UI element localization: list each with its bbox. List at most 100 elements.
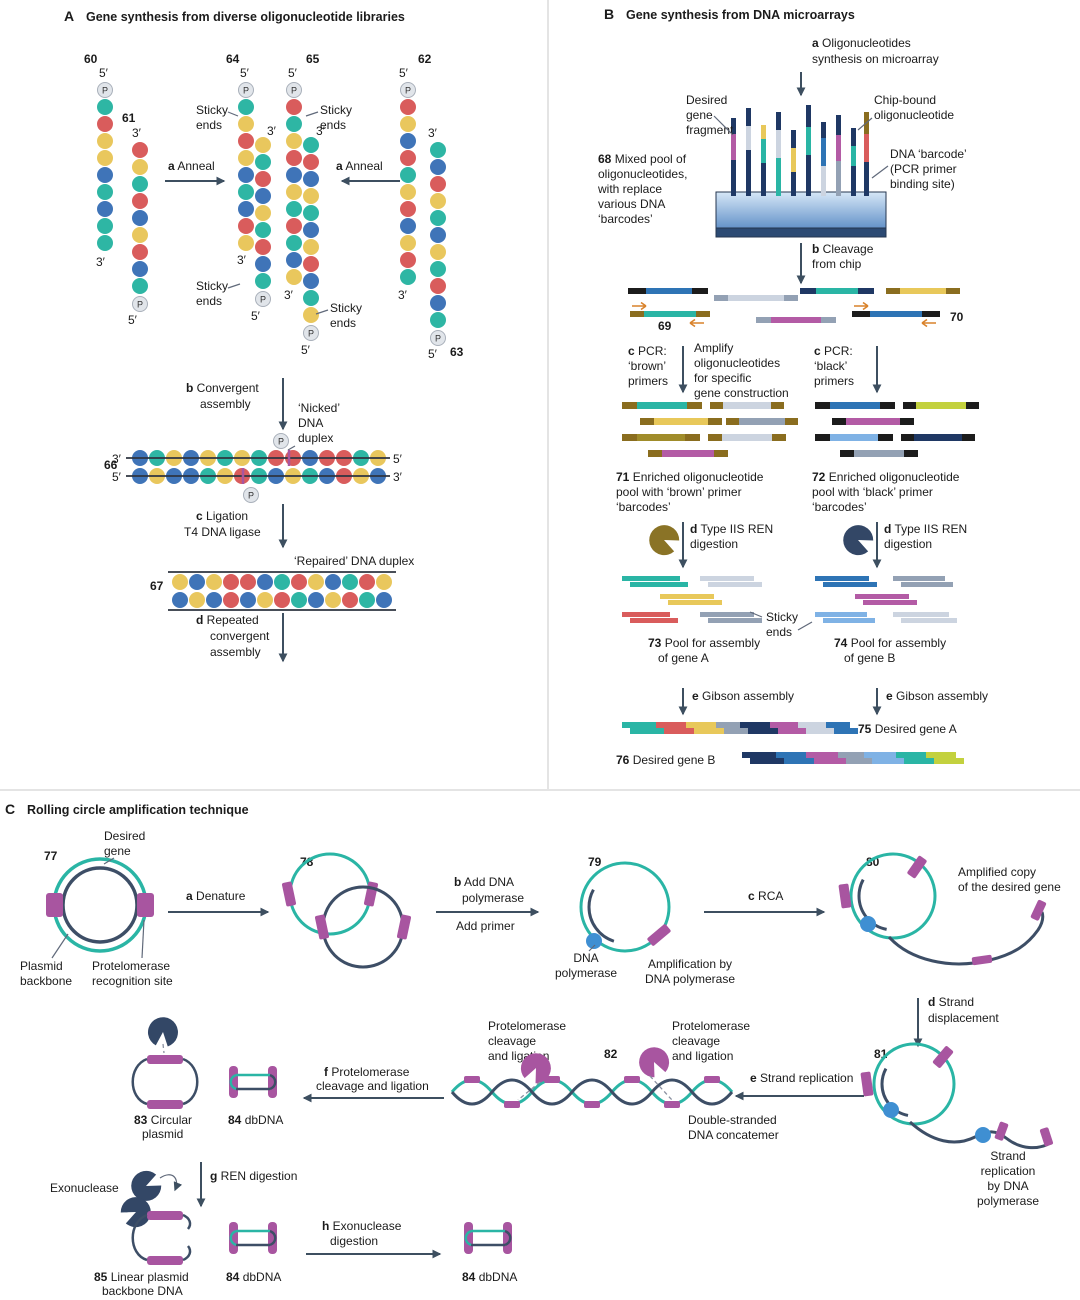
ren-enzyme-icon — [843, 525, 874, 556]
phosphate-icon: P — [303, 325, 319, 341]
linear-plasmid-label: 85 Linear plasmid — [94, 1270, 189, 1284]
prime-label: 5′ — [240, 66, 250, 80]
oligo-bar-segment — [685, 434, 700, 441]
pool-73-line2: of gene A — [658, 651, 709, 665]
pool-72-label-lines: pool with ‘black’ primer‘barcodes’ — [812, 485, 933, 514]
nucleotide-bead — [255, 273, 271, 289]
dbdna-label: 84 dbDNA — [462, 1270, 517, 1284]
nucleotide-bead — [286, 269, 302, 285]
protelomerase-site — [147, 1055, 183, 1064]
oligo-bar-segment — [622, 402, 637, 409]
oligo-bar-segment — [823, 582, 877, 587]
oligo-bar-segment — [726, 418, 739, 425]
nucleotide-bead — [206, 574, 222, 590]
strand-number: 64 — [226, 52, 240, 66]
oligo-bar-segment — [840, 450, 854, 457]
nucleotide-bead — [97, 218, 113, 234]
structure-number: 79 — [588, 855, 602, 869]
strand-number: 62 — [418, 52, 432, 66]
pool-68-label: 68 Mixed pool of — [598, 152, 687, 166]
protelomerase-site — [838, 883, 852, 909]
chip-oligo-segment — [836, 161, 841, 196]
pool-74-label: 74 Pool for assembly — [834, 636, 946, 650]
oligo-bar-segment — [901, 618, 957, 623]
step-a-anneal-label: a Anneal — [168, 159, 215, 173]
strand-number: 61 — [122, 111, 136, 125]
chip-oligo-segment — [806, 105, 811, 127]
panel-b: B Gene synthesis from DNA microarrays a … — [597, 6, 988, 767]
dbdna-label: 84 dbDNA — [226, 1270, 281, 1284]
nucleotide-bead — [238, 167, 254, 183]
nucleotide-bead — [240, 592, 256, 608]
nucleotide-bead — [97, 167, 113, 183]
prime-label: 5′ — [393, 452, 403, 466]
repaired-duplex-label: ‘Repaired’ DNA duplex — [294, 554, 414, 568]
oligo-bar-segment — [852, 311, 870, 317]
oligo-bar-segment — [806, 728, 834, 734]
nucleotide-bead — [274, 592, 290, 608]
nucleotide-bead — [303, 188, 319, 204]
circular-template — [579, 861, 671, 953]
phosphate-icon: P — [430, 330, 446, 346]
oligo-bar-segment — [708, 418, 722, 425]
prime-label: 3′ — [132, 126, 142, 140]
nucleotide-bead — [291, 592, 307, 608]
gibson-label: e Gibson assembly — [692, 689, 794, 703]
nucleotide-bead — [430, 261, 446, 277]
oligo-bar-segment — [644, 311, 696, 317]
pcr-brown-line2: ‘brown’ — [628, 359, 666, 373]
chip-oligo-segment — [791, 172, 796, 196]
prime-label: 5′ — [112, 470, 122, 484]
prime-label: 3′ — [112, 452, 122, 466]
protelomerase-site — [932, 1046, 954, 1068]
nucleotide-bead — [238, 99, 254, 115]
nucleotide-bead — [303, 222, 319, 238]
oligo-bar-segment — [904, 450, 918, 457]
oligo-bar-segment — [872, 758, 904, 764]
oligo-bar-segment — [692, 288, 708, 294]
step-a-label-line2: synthesis on microarray — [812, 52, 939, 66]
chip-oligo-segment — [746, 108, 751, 126]
dbdna-icon — [229, 1222, 277, 1254]
oligo-bar-segment — [846, 758, 872, 764]
primer-arrow-icon — [921, 318, 936, 328]
nucleotide-bead — [400, 269, 416, 285]
oligo-bar-segment — [934, 758, 964, 764]
oligo-number: 70 — [950, 310, 964, 324]
nucleotide-bead — [238, 133, 254, 149]
oligo-bar-segment — [784, 295, 798, 301]
pcr-brown-label: c PCR: — [628, 344, 667, 358]
nucleotide-bead — [238, 201, 254, 217]
oligo-bar-segment — [724, 728, 748, 734]
oligo-bar-segment — [900, 288, 946, 294]
step-b-label: b Cleavage — [812, 242, 874, 256]
oligo-bar-segment — [637, 434, 685, 441]
oligo-bar-segment — [830, 402, 880, 409]
chip-oligo-segment — [746, 150, 751, 196]
nucleotide-bead — [303, 290, 319, 306]
nucleotide-bead — [430, 210, 446, 226]
nascent-strand — [587, 869, 663, 945]
strand-number: 63 — [450, 345, 464, 359]
cut-end — [182, 1213, 192, 1230]
phosphate-icon: P — [255, 291, 271, 307]
oligo-bar-segment — [846, 418, 900, 425]
oligo-bar-segment — [668, 600, 722, 605]
strand-number: 66 — [104, 458, 118, 472]
chip-oligo-segment — [821, 166, 826, 196]
oligo-bar-segment — [926, 752, 956, 758]
nucleotide-bead — [132, 227, 148, 243]
oligo-bar-segment — [646, 288, 692, 294]
nucleotide-bead — [325, 574, 341, 590]
step-d-label-line3: assembly — [210, 645, 261, 659]
chip-oligo-segment — [776, 112, 781, 130]
oligo-bar-segment — [946, 288, 960, 294]
svg-text:P: P — [260, 295, 266, 305]
nucleotide-bead — [132, 278, 148, 294]
